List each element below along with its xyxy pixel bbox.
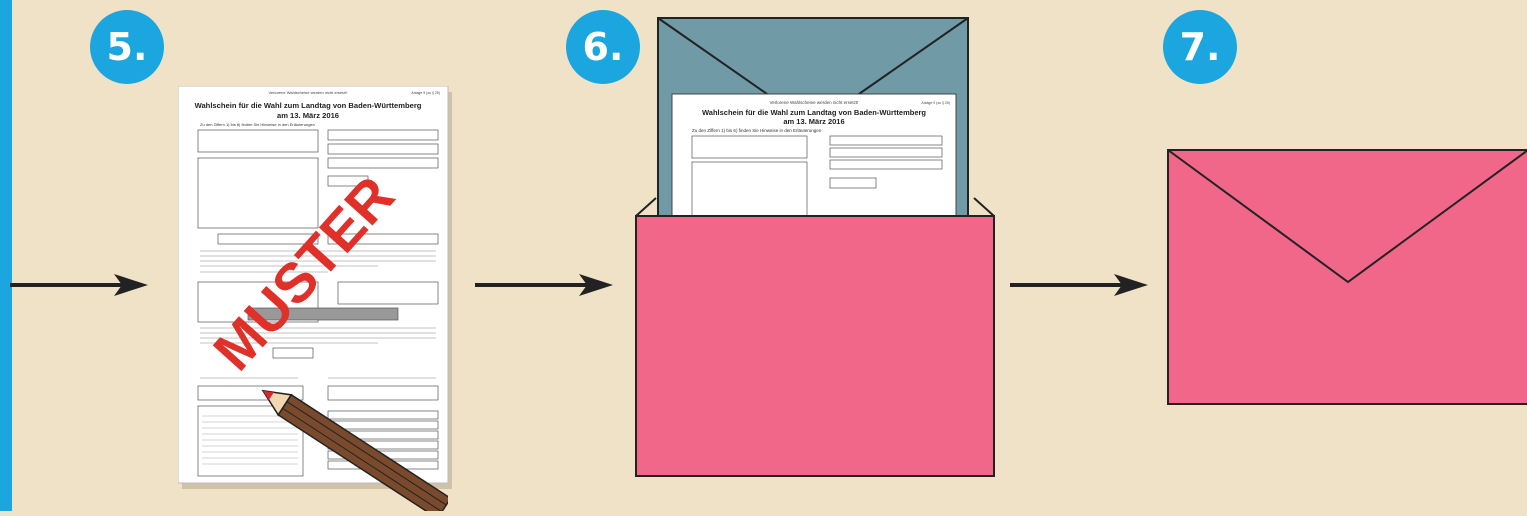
inserted-ballot-subtitle: Zu den Ziffern 1) bis 6) finden Sie Hinw…	[692, 128, 822, 133]
arrow-right-icon	[1010, 270, 1150, 300]
ballot-top-note: Verlorene Wahlscheine werden nicht erset…	[268, 90, 347, 95]
left-accent-bar	[0, 0, 12, 511]
step-7-number: 7.	[1180, 25, 1221, 69]
envelope-with-ballot: Verlorene Wahlscheine werden nicht erset…	[634, 16, 996, 481]
inserted-ballot-title-line1: Wahlschein für die Wahl zum Landtag von …	[702, 108, 926, 117]
ballot-ref: Anlage 9 (zu § 25)	[411, 91, 440, 95]
step-6-number: 6.	[583, 25, 624, 69]
step-7-badge: 7.	[1163, 10, 1237, 84]
step-5-badge: 5.	[90, 10, 164, 84]
arrow-right-icon	[10, 270, 150, 300]
closed-envelope-icon	[1166, 148, 1527, 408]
arrow-right-icon	[475, 270, 615, 300]
inserted-ballot-note: Verlorene Wahlscheine werden nicht erset…	[770, 100, 859, 105]
ballot-title-line1: Wahlschein für die Wahl zum Landtag von …	[195, 101, 422, 110]
pencil-icon	[258, 380, 448, 511]
step-6-badge: 6.	[566, 10, 640, 84]
inserted-ballot-ref: Anlage 9 (zu § 25)	[921, 101, 950, 105]
inserted-ballot-title-line2: am 13. März 2016	[783, 117, 844, 126]
ballot-subtitle: Zu den Ziffern 1) bis 6) finden Sie Hinw…	[200, 122, 315, 127]
ballot-title-line2: am 13. März 2016	[277, 111, 339, 120]
step-5-number: 5.	[107, 25, 148, 69]
pink-envelope	[636, 216, 994, 476]
